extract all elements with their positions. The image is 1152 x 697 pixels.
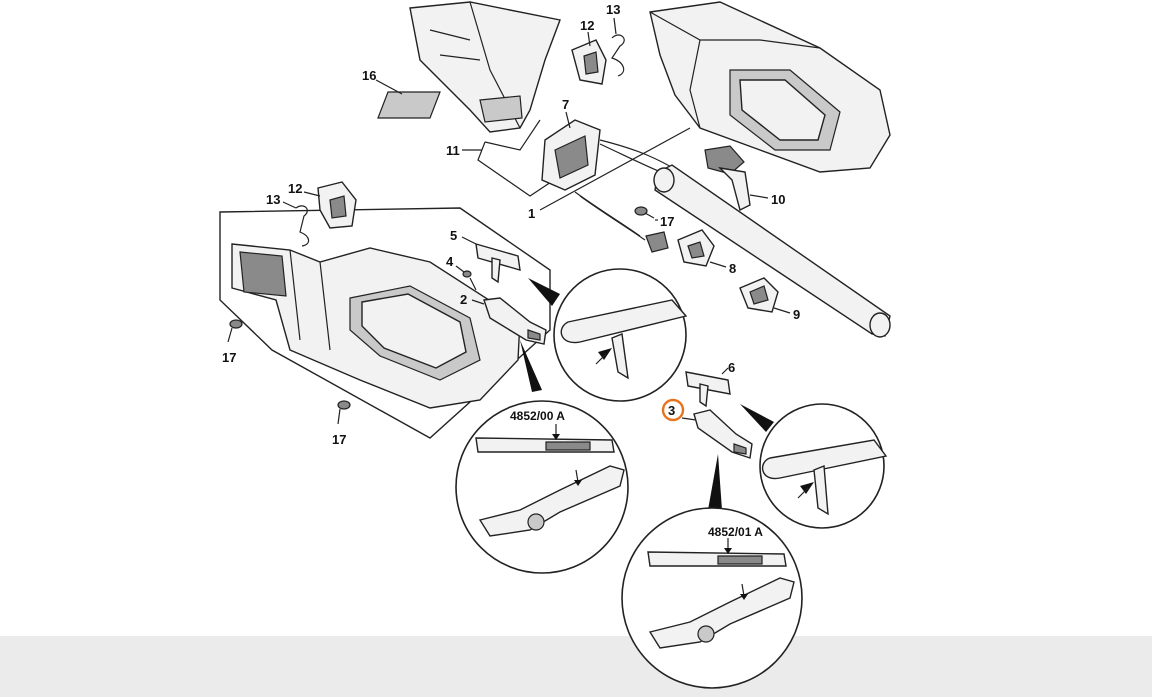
clamp-part-10 <box>704 145 751 212</box>
screw-17-bottom <box>337 400 351 425</box>
leader-8 <box>709 261 727 268</box>
label-13-top: 13 <box>606 2 620 17</box>
leader-13-left <box>282 201 297 209</box>
highlight-marker-3[interactable] <box>661 398 685 422</box>
pointer-detail-3 <box>708 454 722 510</box>
label-2: 2 <box>460 292 467 307</box>
label-sheet-16 <box>377 91 441 119</box>
hinge-bracket-12-left <box>317 181 357 229</box>
cable-lower <box>574 191 646 241</box>
leader-3 <box>681 417 697 421</box>
label-8: 8 <box>729 261 736 276</box>
front-housing-shell <box>231 243 521 409</box>
pointer-detail-2 <box>520 340 542 392</box>
lever-part-3 <box>693 409 753 459</box>
label-5: 5 <box>450 228 457 243</box>
detail-part-5-enlarged <box>560 299 688 380</box>
label-3: 3 <box>668 403 675 418</box>
label-6: 6 <box>728 360 735 375</box>
lever-part-2 <box>483 297 547 345</box>
code-label-detail-3: 4852/01 A <box>708 525 763 539</box>
pointer-detail-6 <box>740 404 774 432</box>
leader-9 <box>773 307 791 314</box>
screw-part-4 <box>462 270 477 291</box>
leader-1 <box>539 127 691 211</box>
connector-small <box>645 231 669 253</box>
label-10: 10 <box>771 192 785 207</box>
connector-part-8 <box>677 229 715 267</box>
wire-11 <box>477 119 561 197</box>
label-17-left: 17 <box>222 350 236 365</box>
detail-part-3-enlarged <box>647 538 795 649</box>
leader-6 <box>721 367 729 375</box>
label-12-top: 12 <box>580 18 594 33</box>
label-1: 1 <box>528 206 535 221</box>
cover-piece-5 <box>475 243 521 284</box>
leader-7 <box>565 111 571 129</box>
cover-piece-6 <box>685 371 731 408</box>
switch-board-7 <box>541 119 601 191</box>
upper-housing-part <box>409 1 561 133</box>
leader-12-top <box>587 31 591 47</box>
leader-4 <box>455 265 465 273</box>
tube-shaft <box>653 164 891 338</box>
label-17-mid: 17 <box>660 214 674 229</box>
main-housing-rear <box>649 1 891 173</box>
leader-10 <box>749 194 769 199</box>
leader-2 <box>471 299 485 305</box>
leader-13-top <box>613 17 617 35</box>
spring-13-left <box>295 205 310 247</box>
label-9: 9 <box>793 307 800 322</box>
code-label-detail-2: 4852/00 A <box>510 409 565 423</box>
screw-17-mid <box>634 206 655 219</box>
spring-13-top <box>611 34 625 77</box>
screw-17-left <box>227 319 243 343</box>
label-13-left: 13 <box>266 192 280 207</box>
label-17-bottom: 17 <box>332 432 346 447</box>
leader-5 <box>461 236 477 245</box>
leader-16 <box>375 79 403 95</box>
detail-part-6-enlarged <box>761 439 888 516</box>
label-7: 7 <box>562 97 569 112</box>
switch-part-9 <box>739 277 779 313</box>
pointer-detail-5 <box>528 278 560 306</box>
label-16: 16 <box>362 68 376 83</box>
label-12-left: 12 <box>288 181 302 196</box>
leader-12-left <box>303 191 321 197</box>
detail-part-2-enlarged <box>475 424 625 537</box>
label-11: 11 <box>446 143 460 158</box>
label-4: 4 <box>446 254 454 269</box>
bottom-shadow <box>0 636 1152 697</box>
hinge-bracket-12-top <box>571 39 607 85</box>
